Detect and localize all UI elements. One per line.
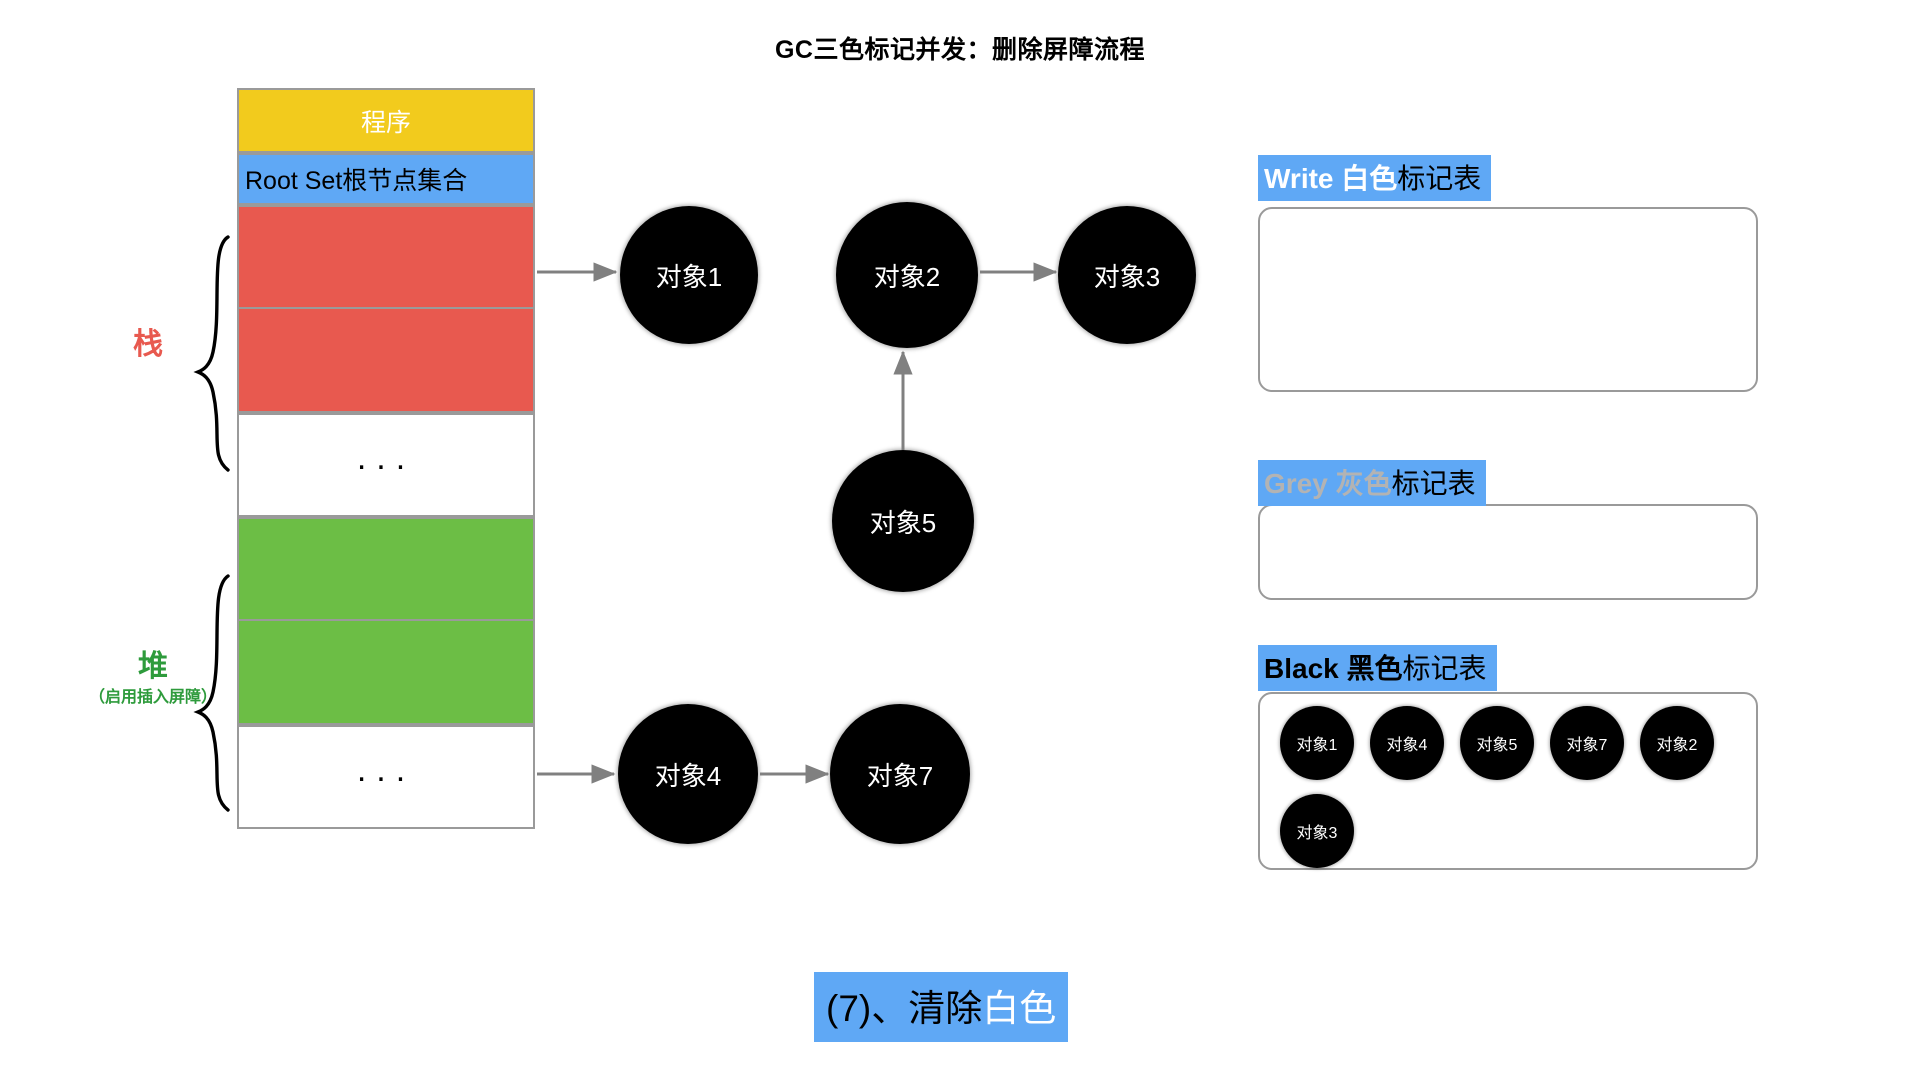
node-obj1-label: 对象1	[655, 261, 723, 292]
mark-table-grey-header-en: Grey	[1264, 468, 1328, 499]
node-obj5-label: 对象5	[869, 507, 937, 538]
mark-table-black-header: Black 黑色标记表	[1258, 645, 1497, 691]
node-obj3-label: 对象3	[1093, 261, 1161, 292]
mark-table-white-items	[1258, 207, 1758, 392]
mark-table-grey-header-cn: 灰色	[1327, 468, 1392, 499]
memory-cell-program-label: 程序	[360, 108, 411, 137]
memory-cell-stack-ellipsis: ...	[237, 413, 535, 517]
mark-table-grey-header-rest: 标记表	[1391, 468, 1476, 499]
stack-ellipsis-label: ...	[356, 438, 416, 477]
mark-table-white-header-en: Write	[1264, 163, 1334, 194]
memory-cell-stack-slot-1	[237, 205, 535, 309]
mark-table-grey-box	[1258, 504, 1758, 600]
mark-table-white-header: Write 白色标记表	[1258, 155, 1492, 201]
mark-table-white-box	[1258, 207, 1758, 392]
node-obj7-label: 对象7	[866, 760, 934, 791]
memory-cell-heap-slot-1	[237, 517, 535, 621]
memory-column: 程序 Root Set根节点集合 ... ...	[237, 88, 535, 829]
mark-table-black-chip[interactable]: 对象5	[1460, 706, 1534, 780]
mark-table-grey-header: Grey 灰色标记表	[1258, 460, 1486, 506]
memory-cell-root-set: Root Set根节点集合	[237, 153, 535, 205]
mark-table-black-chip[interactable]: 对象1	[1280, 706, 1354, 780]
heap-ellipsis-label: ...	[356, 750, 416, 789]
node-obj2[interactable]: 对象2	[836, 202, 978, 348]
node-obj3[interactable]: 对象3	[1058, 206, 1196, 344]
label-stack: 栈	[88, 328, 208, 363]
step-caption: (7)、清除白色	[814, 972, 1069, 1042]
mark-table-black-chip[interactable]: 对象4	[1370, 706, 1444, 780]
node-obj1[interactable]: 对象1	[620, 206, 758, 344]
mark-table-black-header-cn: 黑色	[1338, 653, 1403, 684]
label-heap-text: 堆	[138, 650, 168, 683]
page-title: GC三色标记并发：删除屏障流程	[774, 36, 1145, 64]
mark-table-black-header-rest: 标记表	[1402, 653, 1487, 684]
mark-table-black-chip[interactable]: 对象7	[1550, 706, 1624, 780]
label-heap-sub: （启用插入屏障）	[88, 688, 217, 706]
step-caption-prefix: (7)、清除	[826, 988, 983, 1029]
memory-cell-heap-slot-2	[237, 621, 535, 725]
node-obj7[interactable]: 对象7	[830, 704, 970, 844]
mark-table-white-header-rest: 标记表	[1397, 163, 1482, 194]
node-obj4-label: 对象4	[654, 760, 722, 791]
mark-table-grey-items	[1258, 504, 1758, 600]
memory-cell-program: 程序	[237, 88, 535, 153]
mark-table-black-chip[interactable]: 对象3	[1280, 794, 1354, 868]
label-heap: 堆 （启用插入屏障）	[78, 650, 228, 707]
node-obj5[interactable]: 对象5	[832, 450, 974, 592]
mark-table-black-header-en: Black	[1264, 653, 1339, 684]
mark-table-black-chip[interactable]: 对象2	[1640, 706, 1714, 780]
node-obj4[interactable]: 对象4	[618, 704, 758, 844]
memory-cell-stack-slot-2	[237, 309, 535, 413]
mark-table-white-header-cn: 白色	[1333, 163, 1398, 194]
memory-cell-root-set-label: Root Set根节点集合	[245, 167, 468, 195]
node-obj2-label: 对象2	[873, 261, 941, 292]
label-stack-text: 栈	[133, 328, 163, 361]
step-caption-highlight: 白色	[982, 988, 1057, 1029]
memory-cell-heap-ellipsis: ...	[237, 725, 535, 829]
